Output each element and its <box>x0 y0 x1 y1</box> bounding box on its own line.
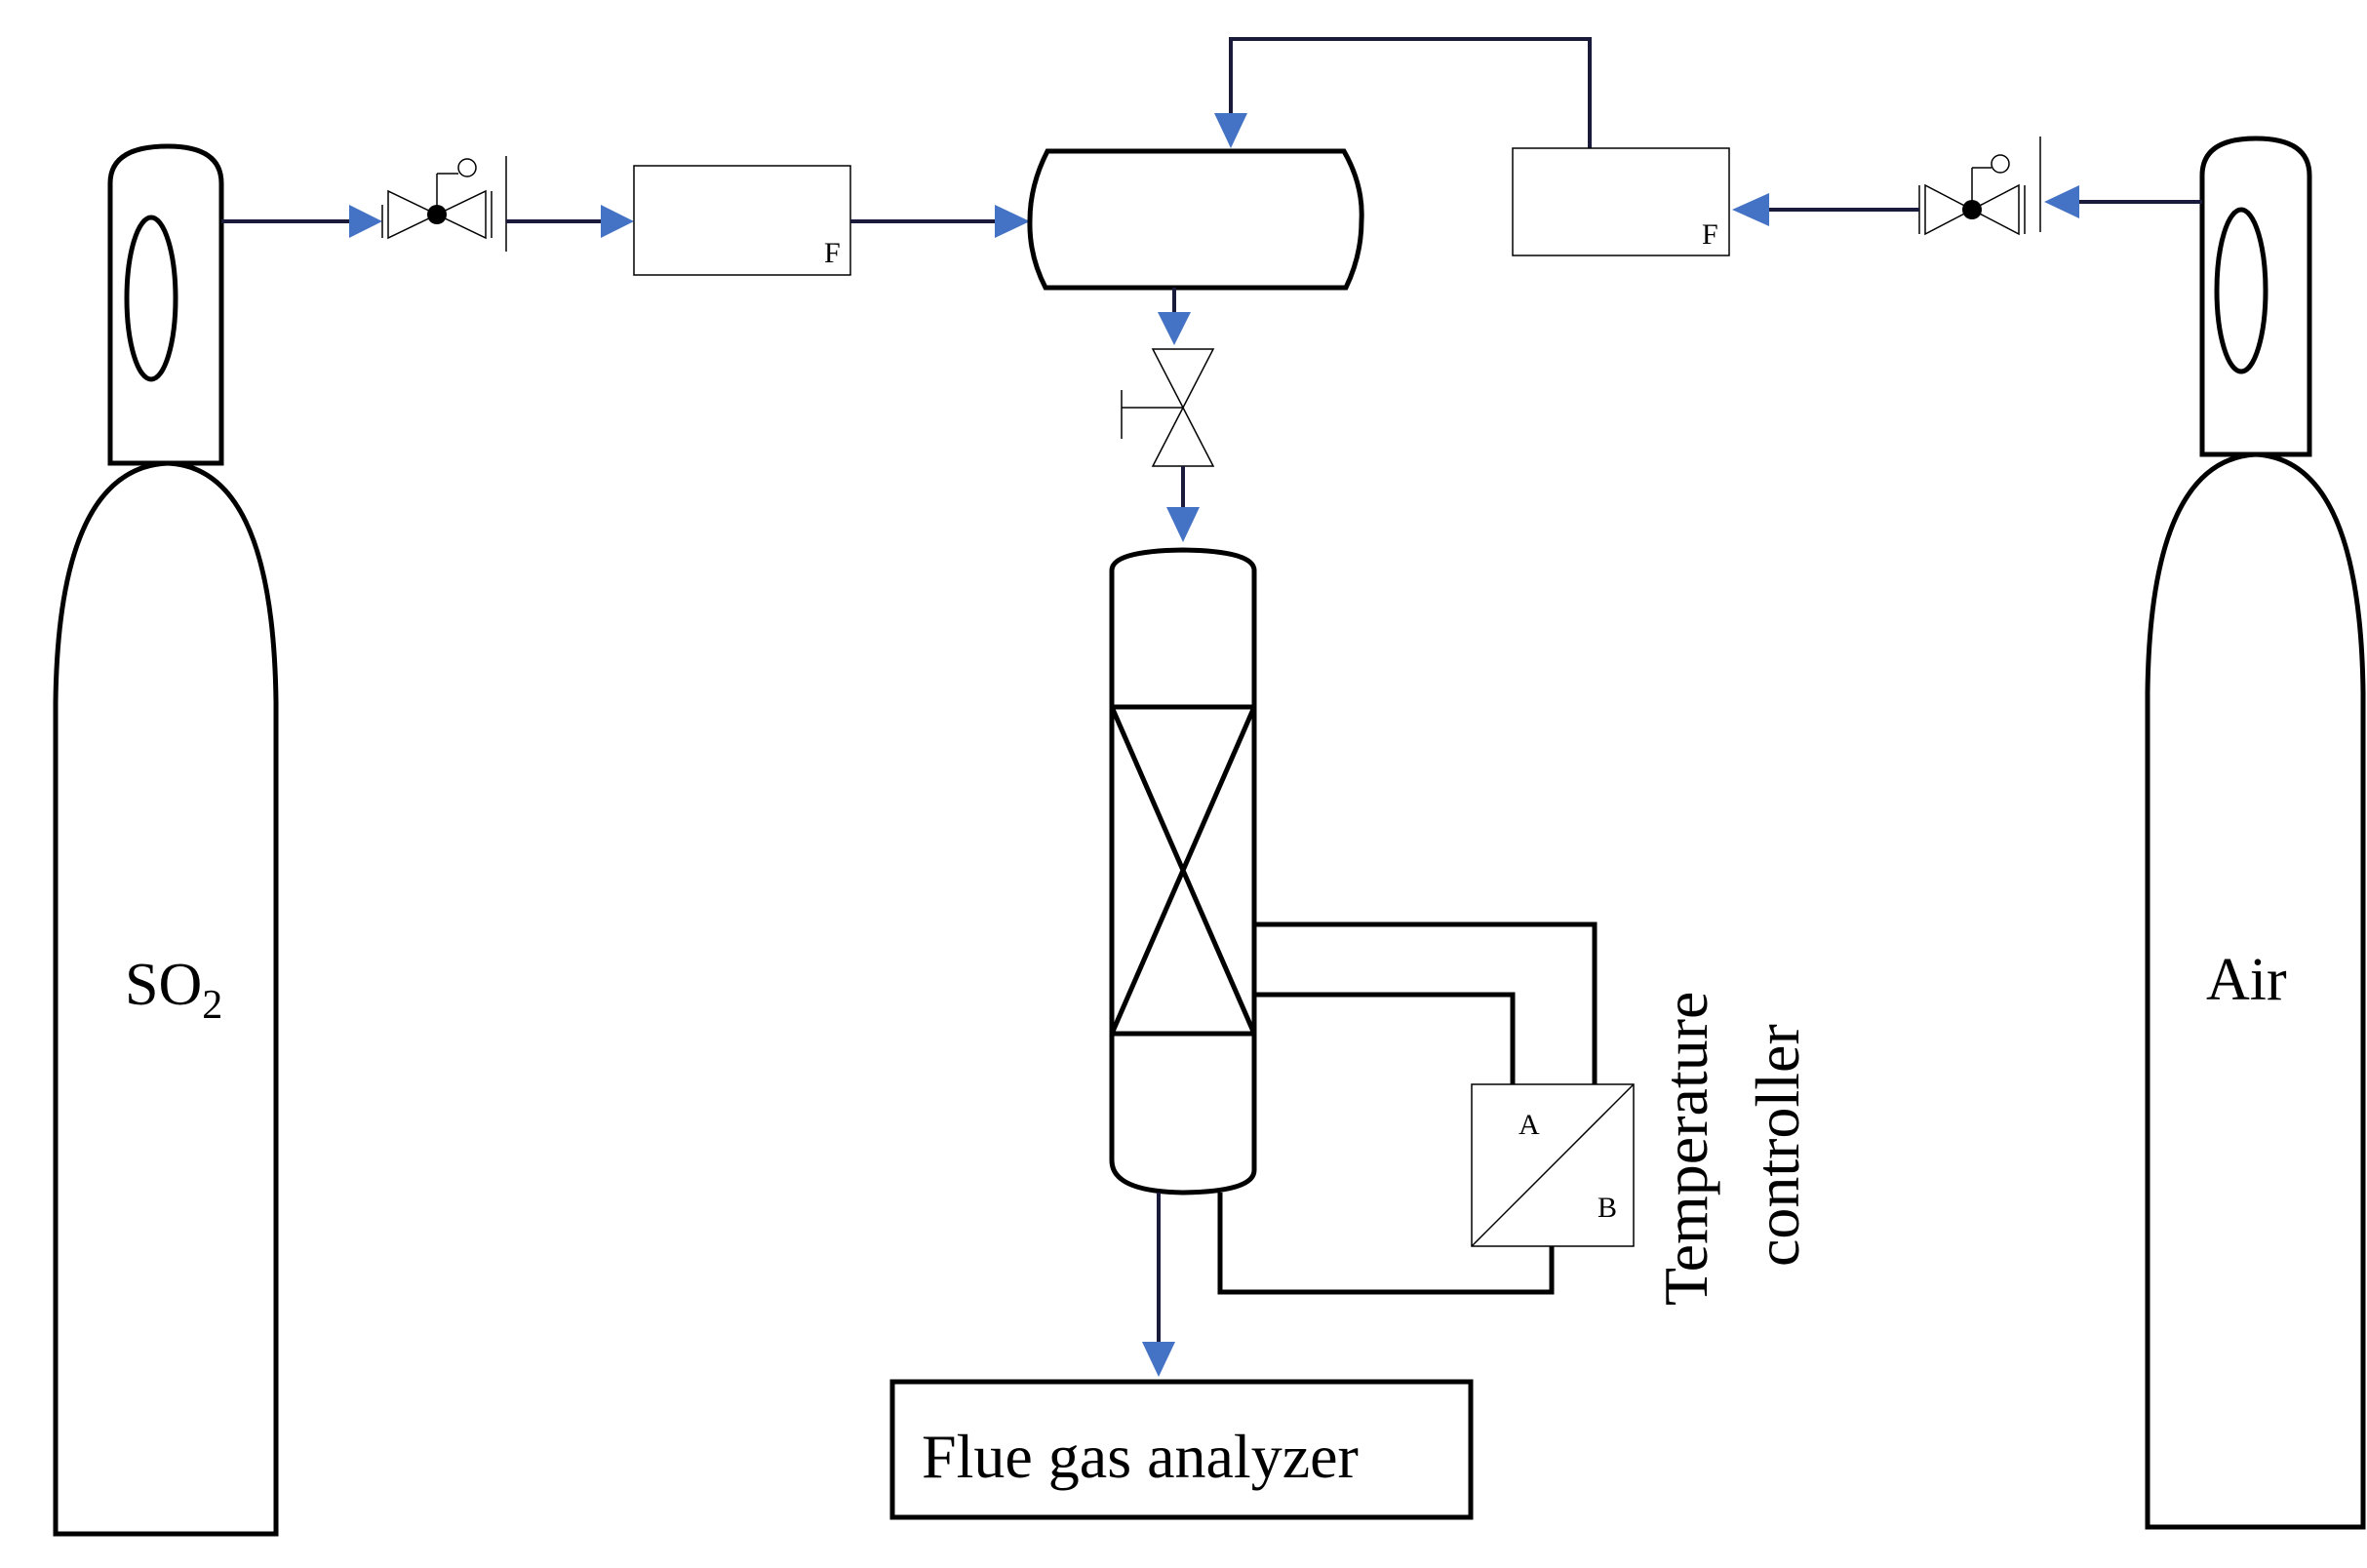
flue-gas-analyzer <box>889 1379 1474 1520</box>
flow-arrow-icon <box>1732 193 1769 226</box>
flow-arrow-icon <box>995 205 1030 238</box>
air-flowmeter-label: F <box>1702 218 1718 251</box>
flue-gas-analyzer-label: Flue gas analyzer <box>922 1422 1359 1491</box>
air-flowmeter <box>1512 147 1730 256</box>
temperature-controller: A B <box>1471 1083 1635 1247</box>
air-cylinder-valve-head <box>2199 136 2312 457</box>
so2-regulator-valve-icon <box>381 156 507 252</box>
port-b-label: B <box>1598 1192 1617 1224</box>
gas-mixer <box>1027 148 1364 291</box>
port-a-label: A <box>1519 1109 1540 1141</box>
flow-arrow-icon <box>349 205 382 238</box>
so2-cylinder-body <box>53 460 279 1537</box>
air-regulator-valve-icon <box>1918 137 2041 236</box>
flow-arrow-icon <box>2044 185 2079 218</box>
reactor-feed-line <box>1121 288 1215 542</box>
analyzer-line <box>1142 1193 1175 1377</box>
so2-label: SO2 <box>125 952 222 1028</box>
so2-flowmeter-label: F <box>824 237 841 269</box>
temperature-controller-wiring <box>1217 921 1598 1295</box>
needle-valve-icon <box>1121 348 1215 467</box>
flow-arrow-icon <box>601 205 634 238</box>
so2-cylinder-valve-head <box>107 143 224 466</box>
air-feed-line: F <box>1512 137 2202 256</box>
so2-feed-line: F <box>221 156 1030 276</box>
temperature-controller-title-line1: Temperature <box>1651 992 1720 1306</box>
air-top-line <box>1214 37 1592 148</box>
air-cylinder-window <box>2214 207 2268 374</box>
so2-cylinder: SO2 <box>53 143 279 1537</box>
air-cylinder: Air <box>2145 136 2366 1530</box>
so2-flowmeter <box>633 165 851 276</box>
air-cylinder-body <box>2145 451 2366 1530</box>
temperature-controller-title-line2: controller <box>1743 1024 1812 1267</box>
flow-arrow-icon <box>1214 113 1247 148</box>
flow-arrow-icon <box>1166 507 1200 542</box>
air-label: Air <box>2206 947 2287 1013</box>
so2-cylinder-window <box>124 215 178 382</box>
packed-bed-reactor <box>1109 547 1257 1196</box>
flow-arrow-icon <box>1142 1342 1175 1377</box>
flow-arrow-icon <box>1158 312 1191 345</box>
